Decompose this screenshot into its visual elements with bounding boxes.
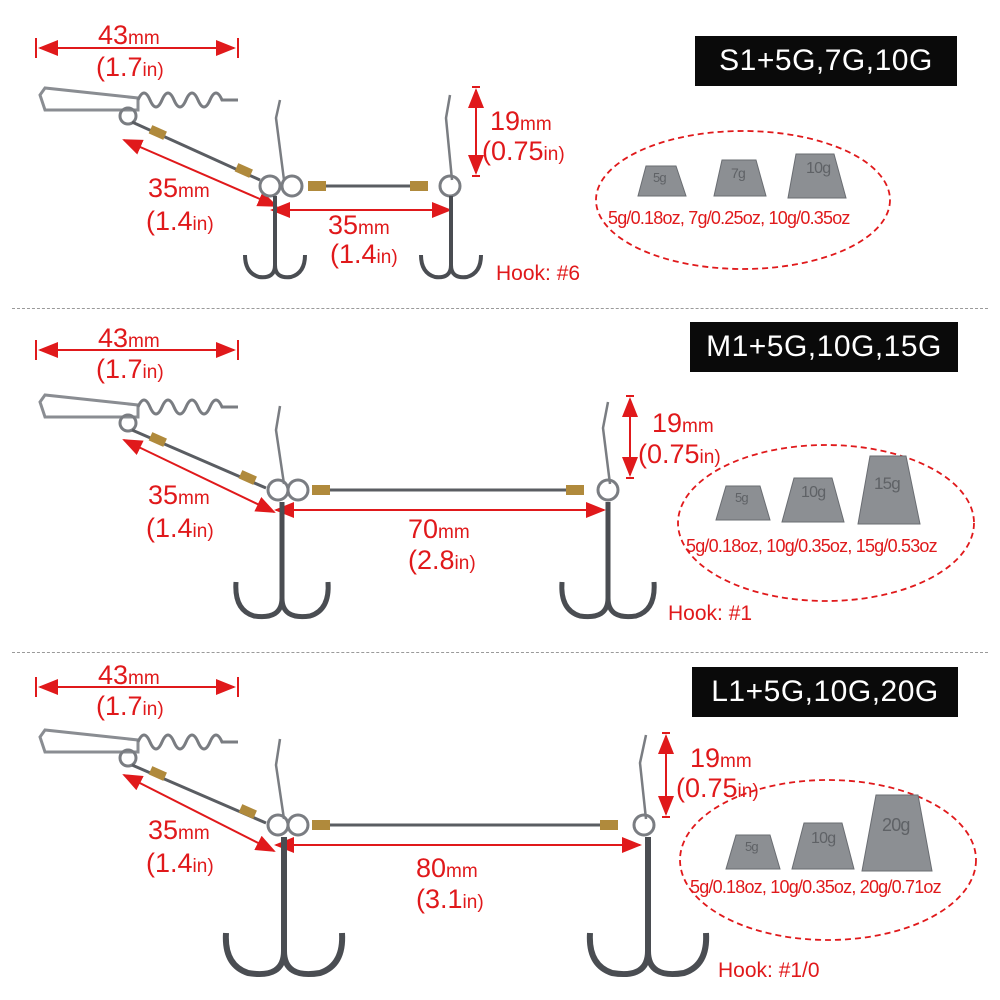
stinger-length-label: 19mm [690, 743, 752, 773]
size-badge: M1+5G,10G,15G [690, 322, 958, 372]
sinker-mark: 10g [811, 830, 836, 847]
rig-section-m1: M1+5G,10G,15G [0, 310, 1000, 650]
treble-hook-icon [419, 196, 483, 280]
treble-hook-icon [243, 196, 307, 280]
weights-callout-ellipse [677, 444, 975, 602]
spread-length-label: 80mm [416, 853, 478, 883]
snap-length-inches: (1.7in) [96, 52, 164, 82]
snap-length-label: 43mm [98, 323, 160, 353]
sinker-mark: 5g [745, 839, 759, 854]
hook-size-label: Hook: #6 [496, 262, 581, 285]
sinker-mark: 20g [882, 815, 910, 835]
stinger-length-inches: (0.75in) [676, 773, 759, 803]
spread-bar [258, 174, 462, 218]
leader-length-label: 35mm [148, 480, 210, 510]
stinger-rig-diagram [35, 340, 975, 620]
section-divider [12, 652, 988, 653]
snap-dimension-line [35, 38, 239, 58]
stinger-wire [274, 395, 638, 485]
size-badge: S1+5G,7G,10G [695, 36, 957, 86]
spread-length-inches: (3.1in) [416, 884, 484, 914]
section-divider [12, 308, 988, 309]
spread-bar [266, 478, 620, 518]
corkscrew-icon [136, 398, 238, 416]
hook-size-label: Hook: #1/0 [718, 959, 820, 982]
snap-length-inches: (1.7in) [96, 691, 164, 721]
stinger-length-label: 19mm [652, 408, 714, 438]
weights-label: 5g/0.18oz, 10g/0.35oz, 15g/0.53oz [686, 536, 938, 556]
weights-label: 5g/0.18oz, 10g/0.35oz, 20g/0.71oz [690, 877, 942, 897]
stinger-wire [274, 732, 674, 820]
sinker-mark: 10g [801, 484, 826, 501]
treble-hook-icon [222, 837, 346, 977]
weights-callout-ellipse [679, 779, 977, 941]
leader-wire [122, 120, 278, 207]
spread-length-inches: (2.8in) [408, 545, 476, 575]
sinker-weights-icon [715, 455, 921, 525]
sinker-mark: 7g [731, 165, 746, 181]
corkscrew-icon [136, 91, 238, 109]
leader-length-label: 35mm [148, 173, 210, 203]
stinger-rig-diagram [35, 38, 891, 280]
sinker-mark: 5g [735, 490, 749, 505]
sinker-mark: 10g [806, 160, 831, 177]
size-badge: L1+5G,10G,20G [692, 667, 958, 717]
leader-length-inches: (1.4in) [146, 513, 214, 543]
leader-wire [122, 428, 276, 513]
stinger-length-inches: (0.75in) [638, 439, 721, 469]
snap-clip-icon [38, 393, 140, 433]
sinker-weights-icon [725, 794, 933, 872]
leader-length-inches: (1.4in) [146, 848, 214, 878]
snap-length-label: 43mm [98, 20, 160, 50]
spread-length-inches: (1.4in) [330, 239, 398, 269]
stinger-length-inches: (0.75in) [482, 136, 565, 166]
snap-length-inches: (1.7in) [96, 354, 164, 384]
sinker-mark: 5g [653, 170, 667, 185]
stinger-rig-diagram [35, 677, 977, 977]
stinger-length-label: 19mm [490, 106, 552, 136]
spread-length-label: 35mm [328, 210, 390, 240]
leader-length-inches: (1.4in) [146, 206, 214, 236]
hook-size-label: Hook: #1 [668, 602, 753, 625]
snap-length-label: 43mm [98, 660, 160, 690]
snap-dimension-line [35, 340, 239, 360]
leader-length-label: 35mm [148, 815, 210, 845]
leader-wire [122, 763, 276, 852]
spread-length-label: 70mm [408, 514, 470, 544]
snap-clip-icon [38, 86, 140, 126]
stinger-wire [274, 86, 484, 181]
rig-section-l1: L1+5G,10G,20G [0, 655, 1000, 1000]
weights-label: 5g/0.18oz, 7g/0.25oz, 10g/0.35oz [608, 208, 850, 228]
treble-hook-icon [233, 502, 331, 620]
treble-hook-icon [559, 502, 657, 620]
treble-hook-icon [586, 837, 710, 977]
corkscrew-icon [136, 733, 238, 751]
snap-dimension-line [35, 677, 239, 697]
sinker-weights-icon [637, 153, 847, 199]
weights-callout-ellipse [595, 130, 891, 270]
snap-clip-icon [38, 728, 140, 768]
sinker-mark: 15g [874, 474, 901, 493]
spread-bar [266, 813, 656, 853]
rig-section-s1: S1+5G,7G,10G [0, 0, 1000, 300]
